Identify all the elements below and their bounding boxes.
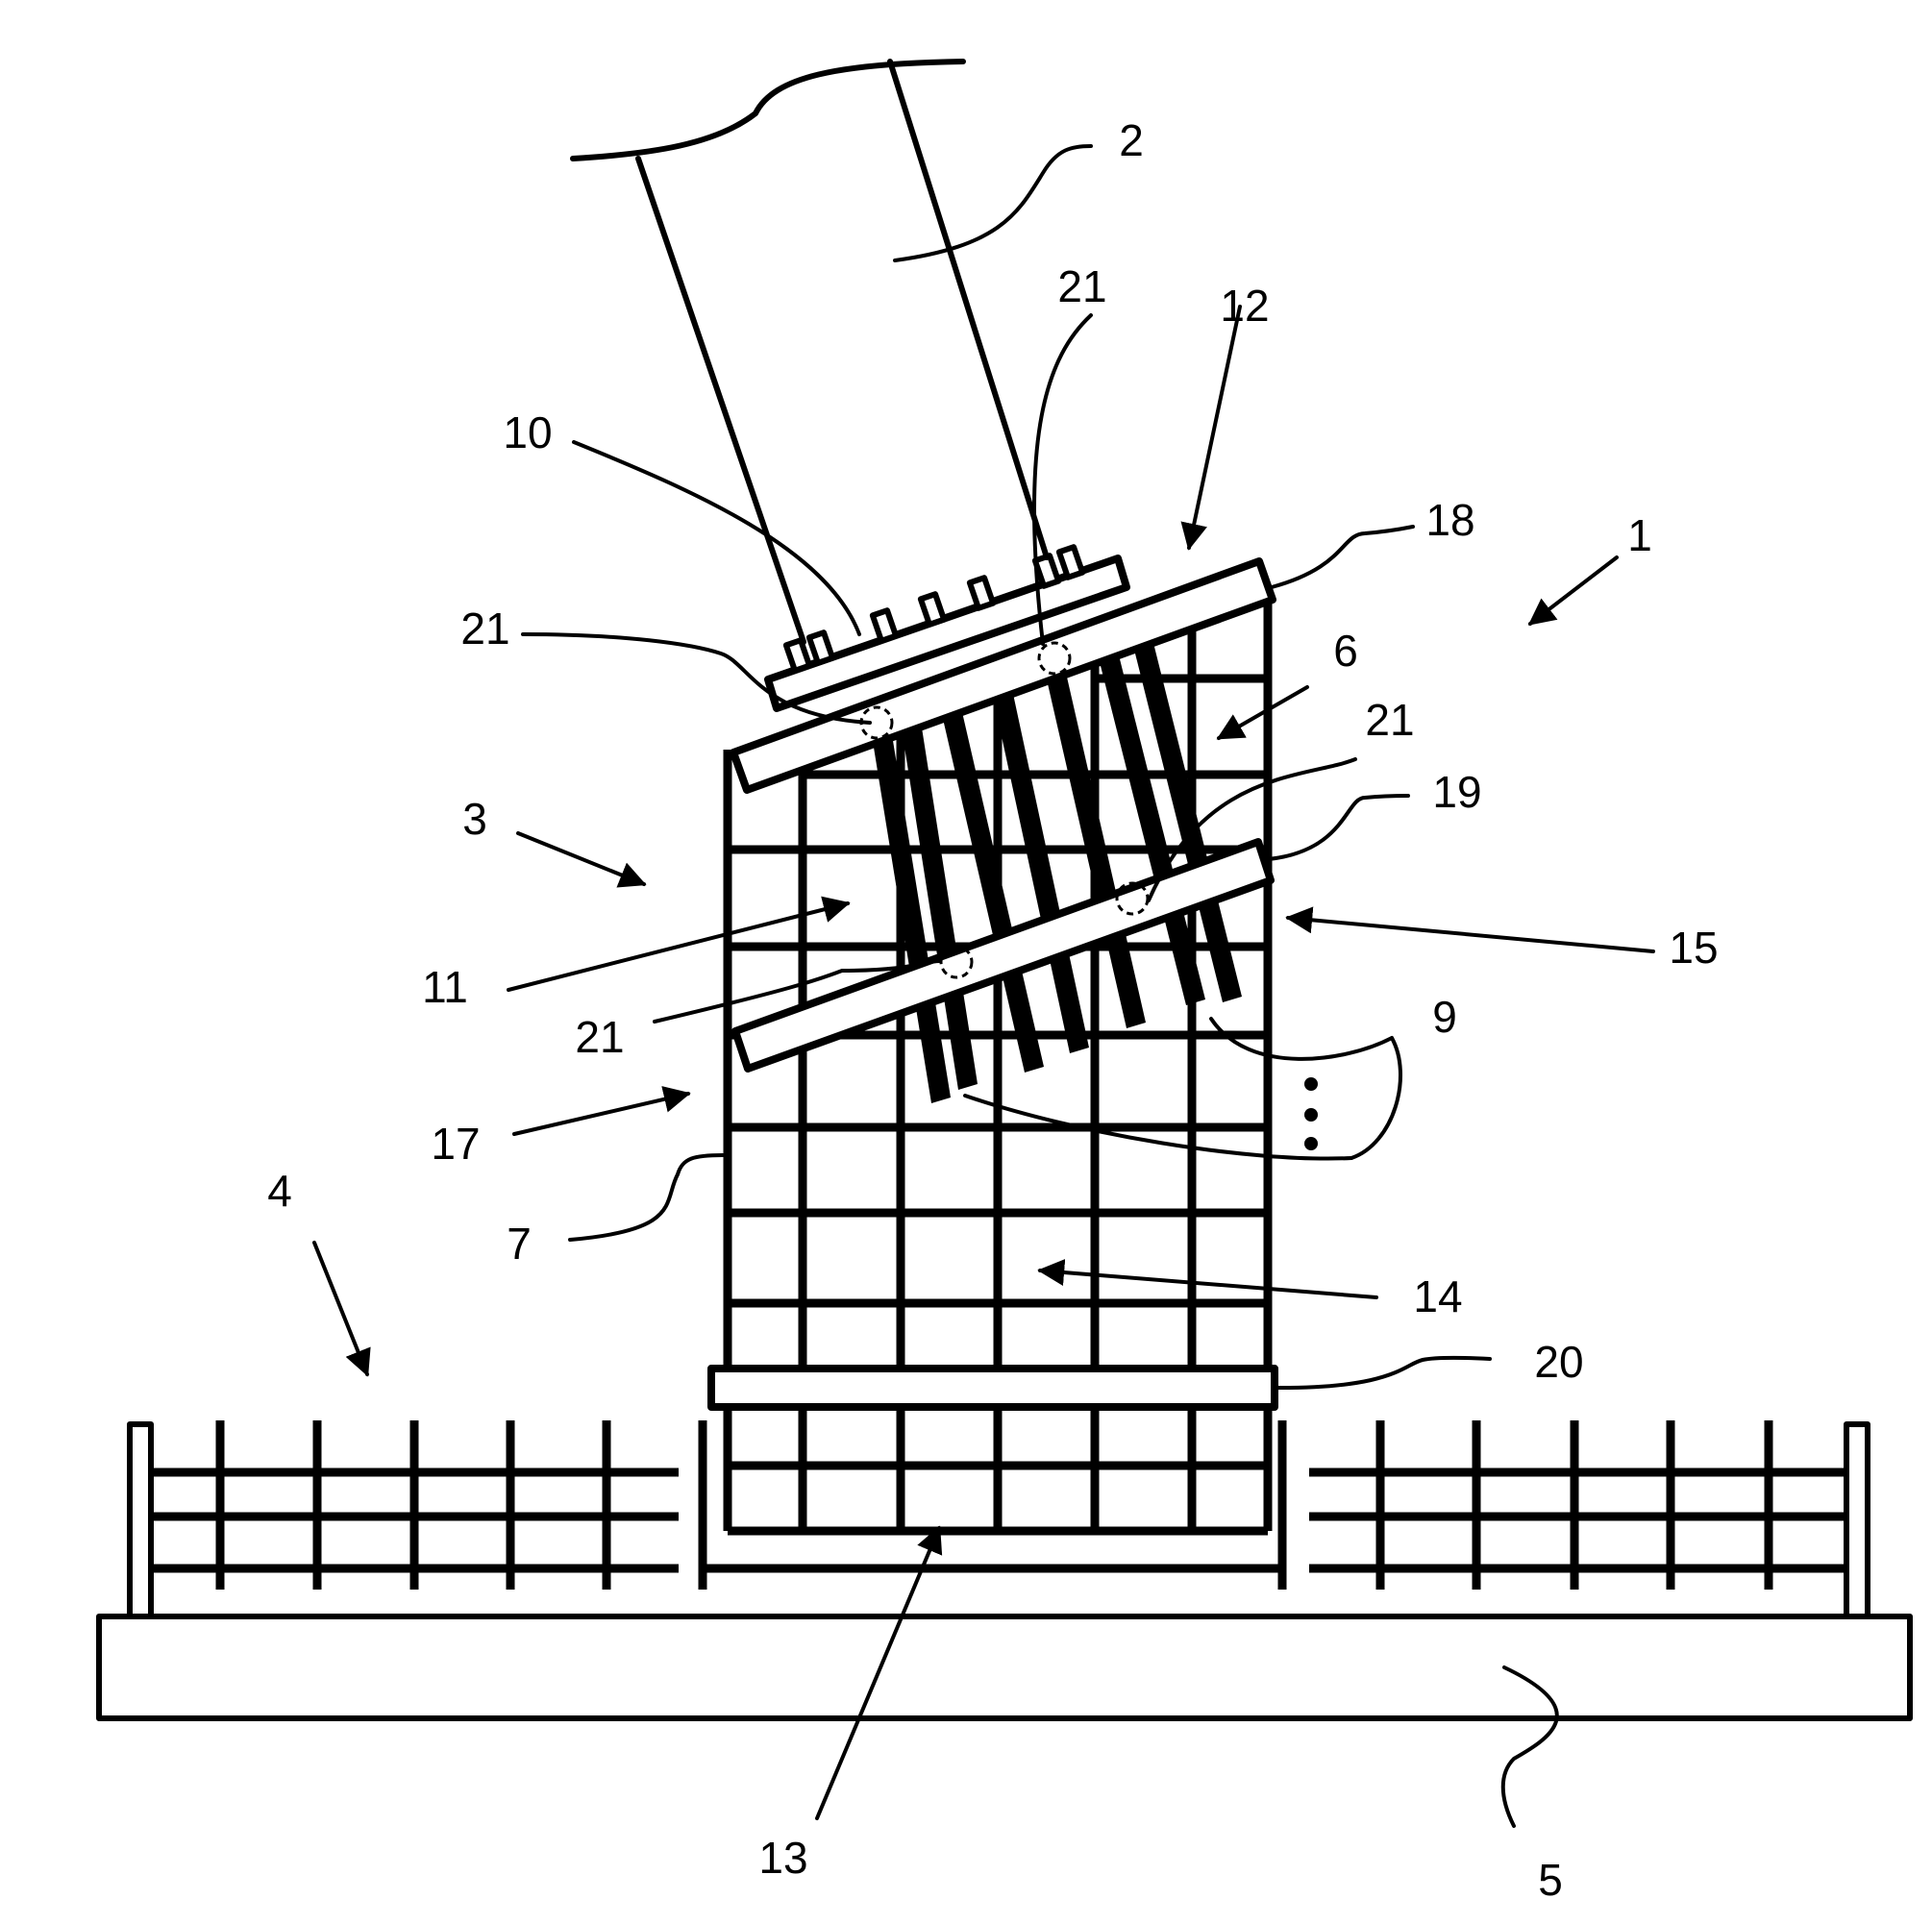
pylon-tower xyxy=(573,62,1047,642)
label-12: 12 xyxy=(1220,281,1269,331)
label-5: 5 xyxy=(1538,1855,1563,1905)
label-7: 7 xyxy=(507,1219,532,1269)
label-20: 20 xyxy=(1534,1337,1583,1387)
label-11: 11 xyxy=(422,962,468,1012)
label-4: 4 xyxy=(267,1166,292,1216)
label-6: 6 xyxy=(1333,626,1358,676)
label-14: 14 xyxy=(1413,1271,1462,1321)
lower-clamp-bar xyxy=(711,1369,1275,1407)
label-15: 15 xyxy=(1669,923,1718,973)
label-1: 1 xyxy=(1627,510,1652,560)
label-9: 9 xyxy=(1432,992,1457,1042)
right-reinforcement-cage xyxy=(1282,1420,1868,1616)
label-10: 10 xyxy=(503,407,552,457)
label-13: 13 xyxy=(758,1833,807,1883)
label-21-top: 21 xyxy=(1057,261,1106,311)
label-3: 3 xyxy=(462,794,487,844)
base-slab xyxy=(99,1616,1910,1718)
label-21-right: 21 xyxy=(1365,695,1414,745)
continuation-dots xyxy=(1304,1077,1318,1150)
label-2: 2 xyxy=(1119,115,1144,165)
label-21-bottom: 21 xyxy=(575,1012,624,1062)
label-18: 18 xyxy=(1425,495,1474,545)
left-reinforcement-cage xyxy=(130,1420,703,1616)
label-19: 19 xyxy=(1432,767,1481,817)
label-21-left: 21 xyxy=(460,604,509,654)
label-17: 17 xyxy=(431,1119,480,1169)
